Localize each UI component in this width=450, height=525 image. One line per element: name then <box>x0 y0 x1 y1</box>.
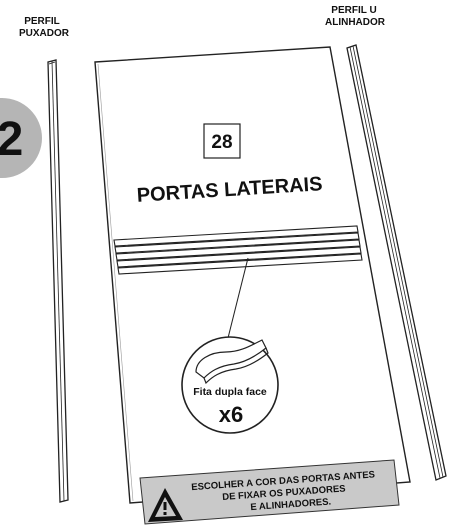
tape-callout-leader <box>227 257 249 339</box>
warning-triangle-icon <box>148 488 183 522</box>
left-part-label-line2: PUXADOR <box>19 28 70 39</box>
right-part-label-line2: ALINHADOR <box>325 17 386 28</box>
step-badge-circle <box>0 98 42 178</box>
right-part-label: PERFIL U ALINHADOR <box>325 5 386 28</box>
tape-label: Fita dupla face <box>193 386 267 398</box>
left-part-label-line1: PERFIL <box>24 16 60 27</box>
step-badge: 2 <box>0 98 42 178</box>
tape-callout: Fita dupla face x6 <box>181 336 279 434</box>
left-part-label: PERFIL PUXADOR <box>19 16 70 39</box>
warning-banner: ESCOLHER A COR DAS PORTAS ANTES DE FIXAR… <box>139 459 400 525</box>
step-number: 2 <box>0 113 23 166</box>
part-number-box: 28 <box>203 123 241 159</box>
tape-quantity: x6 <box>219 402 243 427</box>
perfil-u-alinhador-bar <box>346 44 447 481</box>
tape-piece-icon <box>195 339 269 385</box>
perfil-puxador-bar <box>47 59 69 503</box>
side-door-panel <box>94 46 411 504</box>
part-number: 28 <box>211 132 232 153</box>
double-sided-tape-strips <box>113 225 363 275</box>
right-part-label-line1: PERFIL U <box>331 5 376 16</box>
